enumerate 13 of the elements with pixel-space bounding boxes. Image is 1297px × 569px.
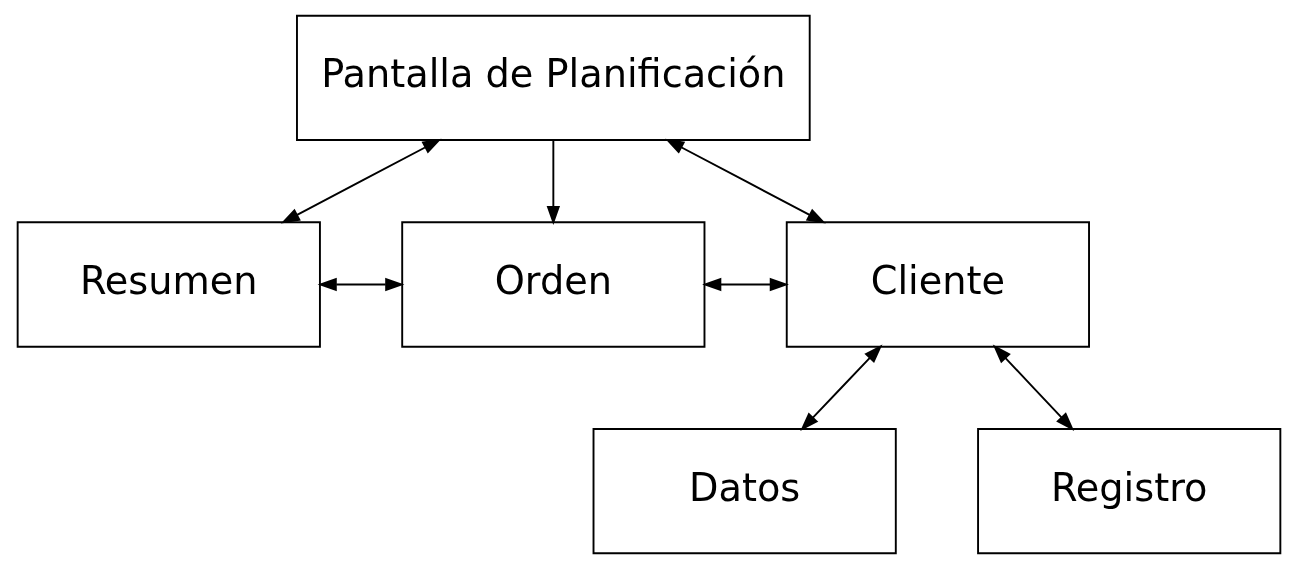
arrow	[701, 277, 789, 292]
arrow	[280, 138, 442, 224]
node-box: Orden	[400, 221, 705, 348]
node-box: Resumen	[16, 221, 321, 348]
node-box: Cliente	[785, 221, 1090, 348]
node-box: Pantalla de Planificación	[295, 14, 811, 141]
arrow	[992, 344, 1074, 431]
arrow	[664, 138, 826, 224]
arrow	[799, 344, 882, 431]
arrow	[317, 277, 404, 292]
arrow	[546, 139, 560, 226]
node-box: Registro	[976, 428, 1281, 555]
node-box: Datos	[592, 428, 897, 555]
